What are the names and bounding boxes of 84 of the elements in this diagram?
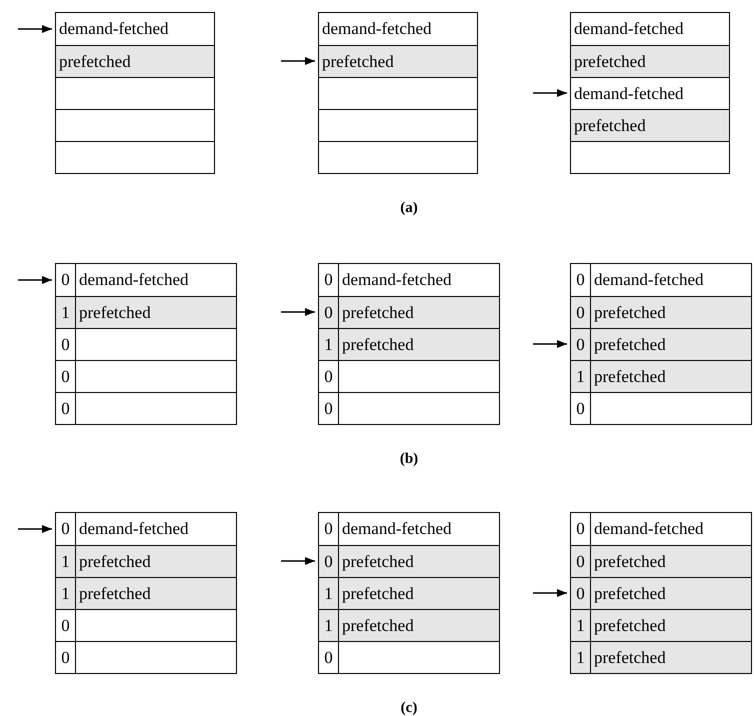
table-row	[571, 296, 751, 328]
table-row	[56, 328, 236, 360]
table-row	[56, 609, 236, 641]
arrow	[18, 25, 52, 33]
table-row	[319, 45, 477, 77]
row-text: prefetched	[593, 366, 666, 386]
table-row	[319, 545, 499, 577]
table-row	[56, 45, 214, 77]
table-row	[319, 609, 499, 641]
row-text: prefetched	[593, 302, 666, 322]
arrow	[18, 276, 52, 284]
arrow	[18, 525, 52, 533]
table-row	[56, 545, 236, 577]
table	[570, 263, 752, 425]
table	[55, 12, 215, 174]
row-text: prefetched	[573, 116, 646, 136]
row-text: demand-fetched	[573, 84, 684, 104]
row-text: prefetched	[321, 52, 394, 72]
table	[318, 512, 500, 674]
bit-value: 0	[56, 642, 76, 673]
table-row	[56, 296, 236, 328]
row-text: prefetched	[341, 552, 414, 572]
table-row	[571, 545, 751, 577]
table-row	[571, 45, 729, 77]
table-row	[319, 641, 499, 673]
table-row	[56, 577, 236, 609]
row-text: prefetched	[593, 616, 666, 636]
table-row	[571, 609, 751, 641]
panel-label: (a)	[400, 200, 418, 217]
table	[318, 12, 478, 174]
row-text: prefetched	[341, 302, 414, 322]
table-row	[319, 392, 499, 424]
bit-value: 0	[56, 393, 76, 424]
table-row	[571, 577, 751, 609]
row-text: prefetched	[78, 302, 151, 322]
table	[55, 512, 237, 674]
row-text: prefetched	[341, 334, 414, 354]
table-row	[319, 328, 499, 360]
row-text: prefetched	[78, 552, 151, 572]
row-text: prefetched	[341, 584, 414, 604]
bit-value: 0	[571, 393, 591, 424]
table-row	[571, 109, 729, 141]
table-row	[319, 296, 499, 328]
arrow	[533, 589, 567, 597]
table-row	[571, 641, 751, 673]
row-text: prefetched	[78, 584, 151, 604]
table-row	[319, 577, 499, 609]
row-text: demand-fetched	[593, 270, 704, 290]
table-row	[56, 360, 236, 392]
table	[570, 12, 730, 174]
panel-label: (c)	[400, 700, 418, 716]
row-text: demand-fetched	[593, 519, 704, 539]
row-text: prefetched	[593, 648, 666, 668]
table-row	[56, 392, 236, 424]
row-text: prefetched	[58, 52, 131, 72]
row-text: prefetched	[573, 52, 646, 72]
row-text: demand-fetched	[78, 270, 188, 290]
arrow	[281, 557, 315, 565]
arrow	[281, 308, 315, 316]
row-text: demand-fetched	[78, 519, 188, 539]
row-text: prefetched	[341, 616, 414, 636]
row-text: demand-fetched	[573, 19, 684, 39]
row-text: demand-fetched	[58, 19, 168, 39]
table-row	[319, 360, 499, 392]
arrow	[281, 57, 315, 65]
table-row	[571, 328, 751, 360]
arrow	[533, 340, 567, 348]
row-text: demand-fetched	[341, 519, 452, 539]
table-row	[56, 641, 236, 673]
row-text: demand-fetched	[341, 270, 452, 290]
arrow	[533, 89, 567, 97]
bit-value: 0	[319, 642, 339, 673]
row-text: prefetched	[593, 334, 666, 354]
table-row	[571, 360, 751, 392]
table-row	[571, 392, 751, 424]
row-text: prefetched	[593, 584, 666, 604]
bit-value: 1	[571, 642, 591, 673]
panel-label: (b)	[400, 451, 418, 468]
table	[55, 263, 237, 425]
bit-value: 0	[319, 393, 339, 424]
table	[318, 263, 500, 425]
row-text: demand-fetched	[321, 19, 432, 39]
row-text: prefetched	[593, 552, 666, 572]
table	[570, 512, 752, 674]
